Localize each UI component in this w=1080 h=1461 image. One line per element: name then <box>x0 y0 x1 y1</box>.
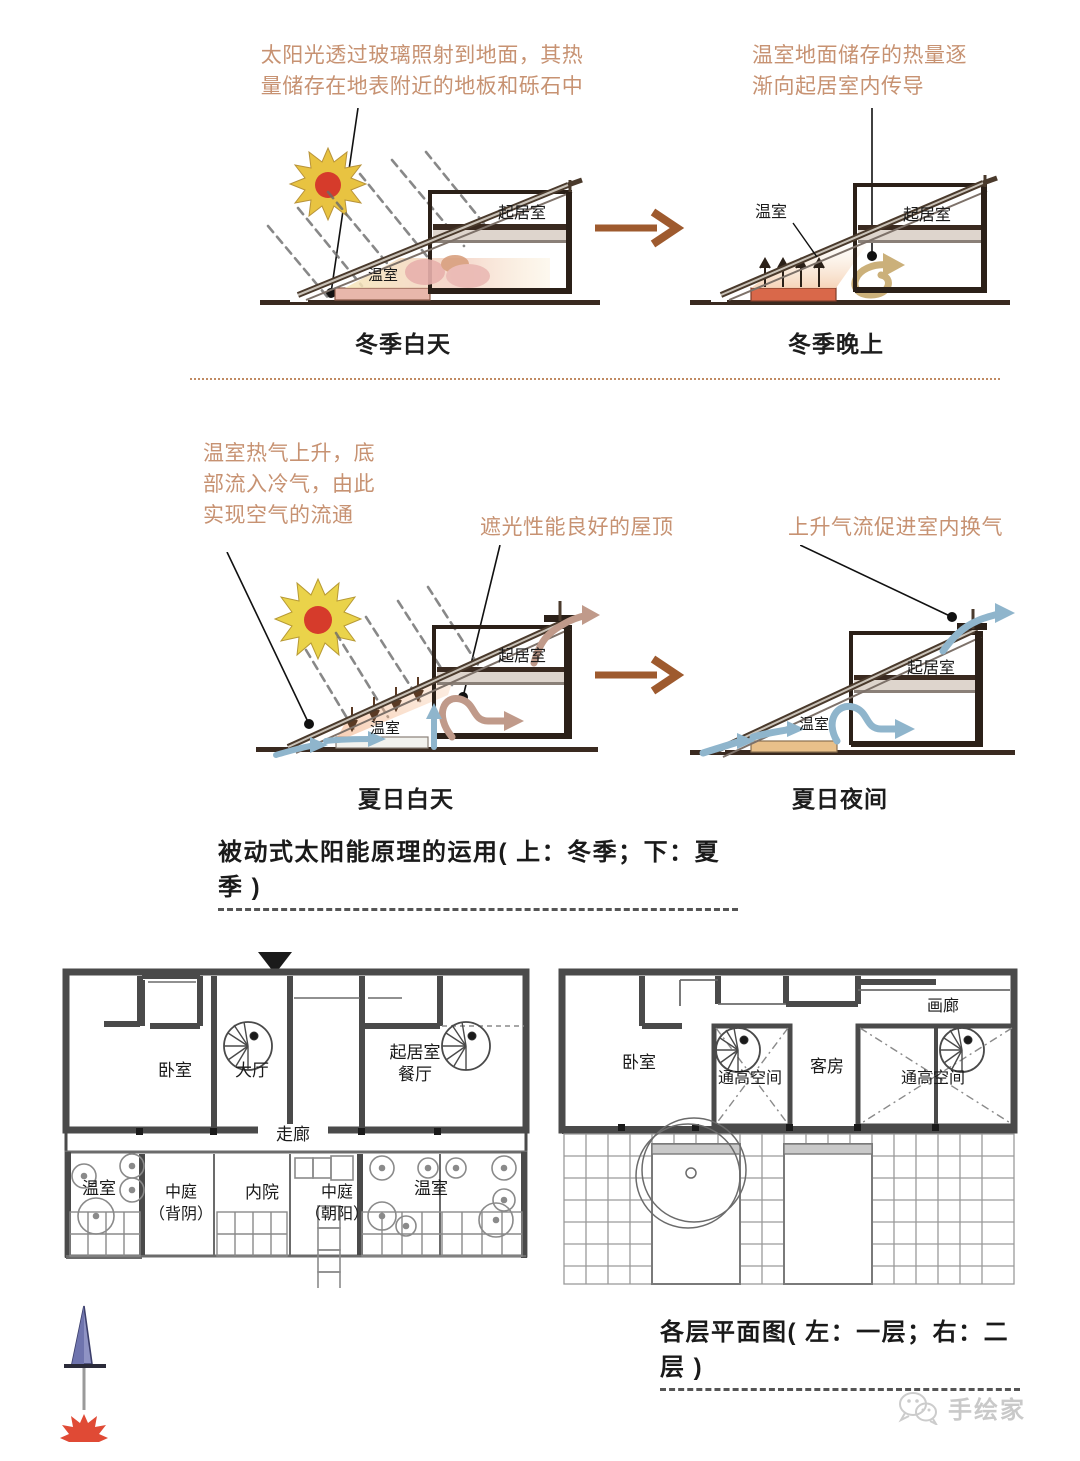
plan1-label-hall: 大厅 <box>235 1061 269 1080</box>
terrace-grid-mid <box>216 1211 288 1257</box>
plan2-label-bedroom: 卧室 <box>622 1053 656 1072</box>
plan2-label-void-right: 通高空间 <box>900 1070 965 1087</box>
living-room-box <box>849 631 983 747</box>
terrace-grid-left <box>69 1211 141 1257</box>
winter-night-annotation: 温室地面储存的热量逐 渐向起居室内传导 <box>752 44 967 98</box>
summer-night-leader <box>800 545 957 622</box>
warm-air-exhaust <box>530 611 592 667</box>
plan1-label-greenhouse-right: 温室 <box>414 1179 448 1198</box>
solar-principle-caption: 被动式太阳能原理的运用( 上：冬季；下：夏季 ) <box>218 832 738 911</box>
ground-line <box>260 300 600 305</box>
ground-line <box>256 747 598 752</box>
plant-symbols-right <box>367 1155 517 1238</box>
watermark: 手绘家 <box>898 1390 1026 1425</box>
terrace-grid-right <box>361 1211 523 1257</box>
plan1-label-living-dining: 起居室 餐厅 <box>389 1043 441 1084</box>
winter-day-caption: 冬季白天 <box>355 331 451 357</box>
living-room-label-winter-night: 起居室 <box>903 206 951 224</box>
sun-icon <box>288 146 368 222</box>
summer-day-annotation: 温室热气上升，底 部流入冷气，由此 实现空气的流通 <box>203 442 375 527</box>
floor-plans-caption: 各层平面图( 左：一层；右：二层 ) <box>660 1312 1020 1391</box>
transition-arrow-winter <box>595 208 685 248</box>
summer-night-diagram: 温室 起居室 <box>690 603 1015 758</box>
second-floor-plan <box>558 968 1018 1285</box>
ground-line <box>690 750 1015 755</box>
greenhouse-label-summer-day: 温室 <box>370 720 400 737</box>
greenhouse-floor-slab <box>750 740 838 753</box>
sun-icon <box>273 577 363 661</box>
entry-marker-icon <box>258 952 292 974</box>
indoor-air-loop <box>439 695 514 741</box>
summer-night-annotation: 上升气流促进室内换气 <box>788 516 1003 539</box>
winter-day-diagram: 温室 起居室 <box>260 146 600 305</box>
plan2-label-gallery: 画廊 <box>926 998 959 1015</box>
greenhouse-floor-slab <box>334 287 431 301</box>
greenhouse-label-winter-day: 温室 <box>368 267 398 284</box>
plan1-label-court-north: 中庭 （背阴） <box>148 1184 213 1223</box>
warm-air-loop <box>851 261 894 299</box>
spiral-stair-void-right <box>939 1027 985 1073</box>
summer-day-caption: 夏日白天 <box>358 786 454 812</box>
living-room-label-summer-day: 起居室 <box>498 647 546 665</box>
winter-day-annotation: 太阳光透过玻璃照射到地面，其热 量储存在地表附近的地板和砾石中 <box>260 44 584 98</box>
stepping-stones <box>294 1155 354 1288</box>
plan1-label-corridor: 走廊 <box>258 1124 328 1146</box>
spiral-stair-void-left <box>715 1027 761 1073</box>
plan1-label-bedroom: 卧室 <box>158 1061 192 1080</box>
sloped-roof <box>286 601 576 754</box>
sun-symbol-icon <box>60 1414 108 1442</box>
watermark-text: 手绘家 <box>948 1397 1026 1424</box>
plan2-label-void-left: 通高空间 <box>717 1070 782 1087</box>
ground-line <box>690 300 1010 305</box>
summer-day-diagram: 温室 起居室 <box>256 577 600 758</box>
plan1-label-court-south: 中庭 （朝阳） <box>304 1184 369 1223</box>
circular-feature <box>635 1117 747 1229</box>
plan1-label-greenhouse-left: 温室 <box>82 1179 116 1198</box>
summer-night-caption: 夏日夜间 <box>792 786 888 812</box>
winter-night-diagram: 温室 起居室 <box>690 175 1010 305</box>
spiral-stair-living <box>441 1021 491 1071</box>
summer-roof-annotation: 遮光性能良好的屋顶 <box>480 516 674 539</box>
living-room-label-winter-day: 起居室 <box>498 204 546 222</box>
section-divider <box>190 378 1000 380</box>
winter-night-caption: 冬季晚上 <box>788 331 884 357</box>
warm-air-arrowhead <box>883 253 905 277</box>
north-arrow-icon <box>60 1305 108 1442</box>
summer-day-leader <box>226 552 314 729</box>
heated-floor-slab <box>750 287 837 302</box>
heat-blobs <box>405 255 490 288</box>
spiral-stair-hall <box>223 1021 273 1071</box>
first-floor-plan <box>62 968 530 1288</box>
living-room-label-summer-night: 起居室 <box>907 659 955 677</box>
plan2-label-guestroom: 客房 <box>810 1057 844 1076</box>
transition-arrow-summer <box>595 655 685 695</box>
sloped-roof <box>719 175 998 301</box>
greenhouse-label-summer-night: 温室 <box>799 716 829 733</box>
greenhouse-label-winter-night: 温室 <box>755 203 787 221</box>
wechat-icon <box>898 1391 938 1425</box>
plan1-label-inner-court: 内院 <box>245 1183 279 1202</box>
